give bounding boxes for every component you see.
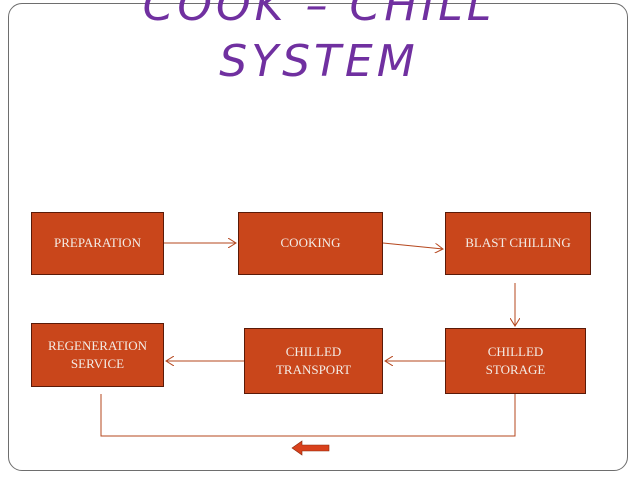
node-chilled-storage: CHILLED STORAGE <box>445 328 586 394</box>
node-cooking-label: COOKING <box>280 235 341 251</box>
title-line-2: SYSTEM <box>219 36 419 87</box>
node-cooking: COOKING <box>238 212 383 275</box>
node-blast-chilling-label: BLAST CHILLING <box>465 235 571 251</box>
node-chilled-transport-label: CHILLED TRANSPORT <box>275 343 352 377</box>
node-regeneration-service-label: REGENERATION SERVICE <box>48 337 147 371</box>
edge-cooking-to-blast-chilling <box>382 242 443 249</box>
node-regeneration-service: REGENERATION SERVICE <box>31 323 164 387</box>
node-preparation-label: PREPARATION <box>54 235 141 251</box>
node-chilled-storage-label: CHILLED STORAGE <box>485 343 546 377</box>
node-blast-chilling: BLAST CHILLING <box>445 212 591 275</box>
node-chilled-transport: CHILLED TRANSPORT <box>244 328 383 394</box>
left-arrow-icon <box>291 440 330 456</box>
title-line-1: COOK – CHILL <box>142 0 496 31</box>
edge-return-loop <box>100 394 516 437</box>
node-preparation: PREPARATION <box>31 212 164 275</box>
